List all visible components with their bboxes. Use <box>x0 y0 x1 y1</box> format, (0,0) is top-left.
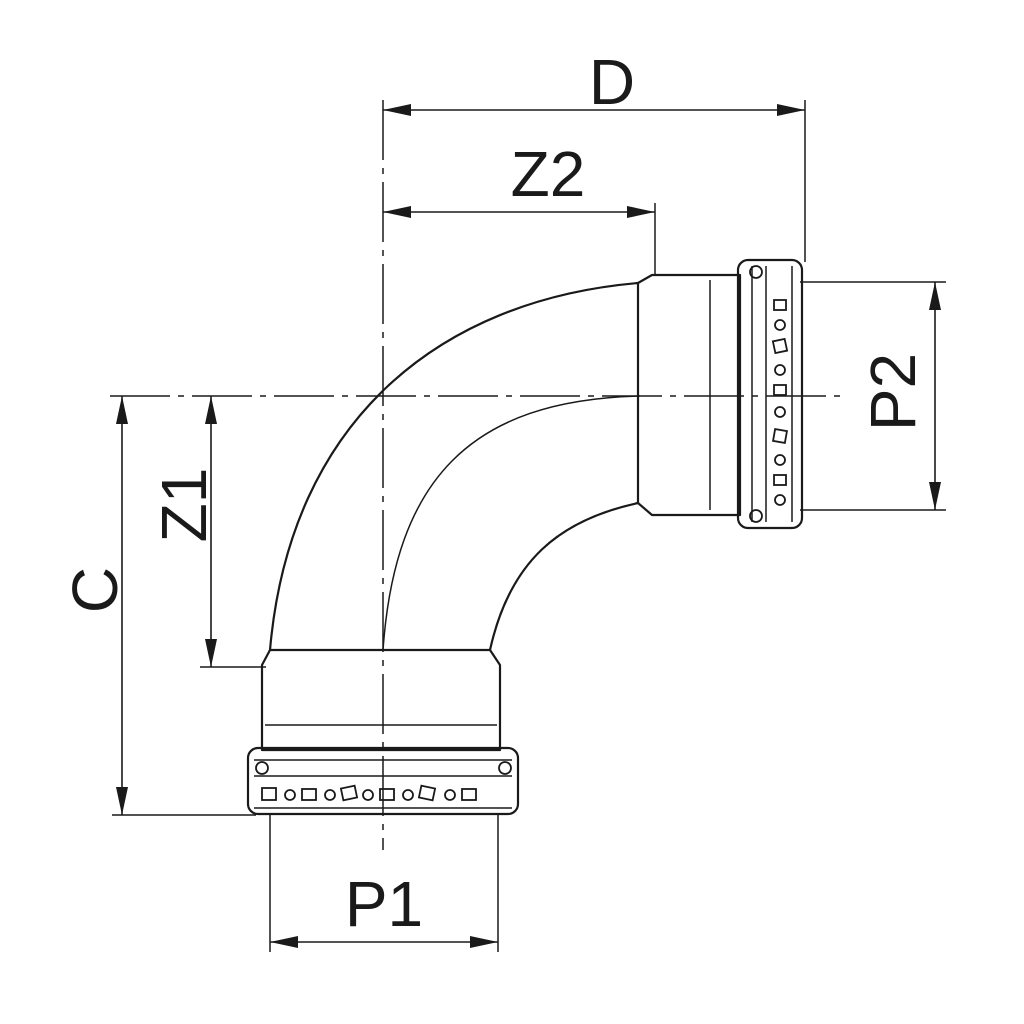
dimension-z1: Z1 <box>148 396 266 668</box>
dimension-p2-label: P2 <box>857 353 929 431</box>
dimension-p1-label: P1 <box>345 868 423 940</box>
dimension-z2: Z2 <box>383 138 656 276</box>
dimension-z1-label: Z1 <box>148 468 220 543</box>
center-lines <box>110 100 840 850</box>
dimension-z2-label: Z2 <box>511 138 586 210</box>
dimension-c: C <box>59 396 256 816</box>
right-ring-seal-detail <box>771 299 789 506</box>
elbow-body <box>246 258 804 816</box>
dimension-d-label: D <box>589 46 635 118</box>
dimension-d: D <box>383 46 806 262</box>
dimension-p1: P1 <box>269 815 499 952</box>
dimension-c-label: C <box>59 567 131 613</box>
dimension-p2: P2 <box>800 281 946 511</box>
bottom-ring-seal-detail <box>261 784 477 802</box>
